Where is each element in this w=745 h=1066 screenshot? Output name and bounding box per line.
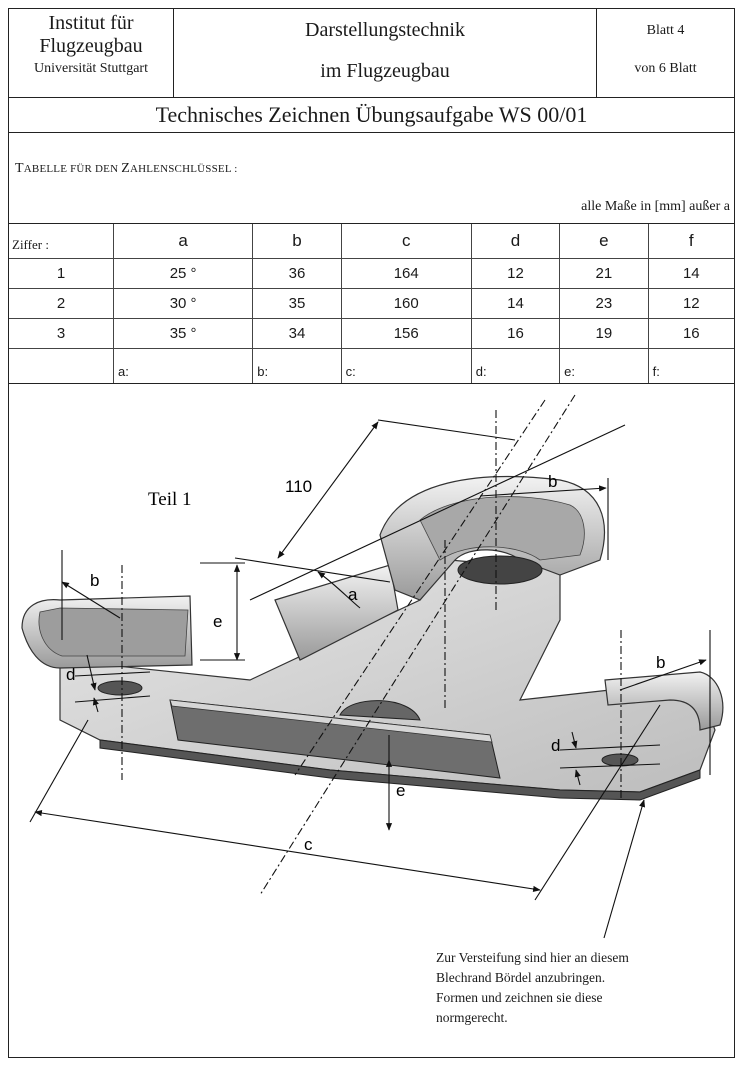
value-cell: 36: [252, 258, 342, 289]
note-line: Zur Versteifung sind hier an diesem: [436, 950, 629, 965]
value-cell: 16: [648, 318, 734, 349]
digit-cell: 1: [9, 258, 114, 289]
stiffening-note: Zur Versteifung sind hier an diesem Blec…: [436, 948, 629, 1028]
note-line: normgerecht.: [436, 1010, 508, 1025]
sheet-number: Blatt 4: [646, 23, 685, 38]
dim-110-label: 110: [285, 477, 312, 496]
table-heading: TABELLE FÜR DEN ZAHLENSCHLÜSSEL :: [15, 161, 238, 177]
subject-line2: im Flugzeugbau: [320, 60, 450, 82]
value-cell: 19: [559, 318, 649, 349]
value-cell: 30 °: [113, 288, 254, 319]
value-cell: 34: [252, 318, 342, 349]
dim-b-label: b: [90, 571, 99, 590]
sheet-total: von 6 Blatt: [634, 61, 697, 76]
column-header: a: [113, 224, 254, 259]
value-cell: 35 °: [113, 318, 254, 349]
table-row: 2 30 ° 35 160 14 23 12: [9, 288, 734, 319]
column-header: b: [252, 224, 342, 259]
value-cell: 12: [471, 258, 561, 289]
value-cell: 14: [648, 258, 734, 289]
fill-in-blank: [9, 348, 114, 384]
value-cell: 16: [471, 318, 561, 349]
dimension-table: Ziffer : a b c d e f 1 25 ° 36 164 12 21…: [9, 224, 734, 384]
fill-in-cell[interactable]: e:: [559, 348, 649, 384]
column-header: e: [559, 224, 649, 259]
column-header: c: [341, 224, 472, 259]
table-heading-part: Z: [121, 161, 130, 176]
table-heading-part: AHLENSCHLÜSSEL :: [129, 163, 238, 175]
table-heading-area: TABELLE FÜR DEN ZAHLENSCHLÜSSEL : alle M…: [9, 133, 734, 224]
dimension-lines: [29, 394, 711, 939]
institute-line2: Flugzeugbau: [39, 35, 143, 57]
dim-d-label: d: [551, 736, 560, 755]
value-cell: 14: [471, 288, 561, 319]
digit-cell: 3: [9, 318, 114, 349]
dim-d-label: d: [66, 665, 75, 684]
subject-line1: Darstellungstechnik: [305, 19, 465, 41]
value-cell: 21: [559, 258, 649, 289]
title-block: Institut für Flugzeugbau Universität Stu…: [9, 9, 734, 98]
subject-cell: Darstellungstechnik im Flugzeugbau: [174, 9, 597, 97]
column-header: d: [471, 224, 561, 259]
table-heading-part: T: [15, 161, 24, 176]
fill-in-cell[interactable]: a:: [113, 348, 254, 384]
exercise-title: Technisches Zeichnen Übungsaufgabe WS 00…: [9, 98, 734, 133]
drawing-labels: Teil 1 110 a b b b e e d d c: [66, 472, 665, 854]
fill-in-cell[interactable]: d:: [471, 348, 561, 384]
institute-line1: Institut für: [48, 12, 134, 34]
dim-b-label: b: [656, 653, 665, 672]
university-name: Universität Stuttgart: [34, 61, 148, 76]
units-note: alle Maße in [mm] außer a: [581, 199, 730, 214]
dim-c-label: c: [304, 835, 313, 854]
value-cell: 25 °: [113, 258, 254, 289]
value-cell: 35: [252, 288, 342, 319]
row-header-label: Ziffer :: [9, 224, 114, 259]
part-body: [21, 476, 724, 801]
dim-e-label: e: [396, 781, 405, 800]
digit-cell: 2: [9, 288, 114, 319]
drawing-sheet: Institut für Flugzeugbau Universität Stu…: [8, 8, 735, 1058]
institute-cell: Institut für Flugzeugbau Universität Stu…: [9, 9, 174, 97]
value-cell: 156: [341, 318, 472, 349]
table-row: 1 25 ° 36 164 12 21 14: [9, 258, 734, 289]
value-cell: 12: [648, 288, 734, 319]
table-row: 3 35 ° 34 156 16 19 16: [9, 318, 734, 349]
dim-b-label: b: [548, 472, 557, 491]
table-heading-part: ABELLE FÜR DEN: [23, 163, 122, 175]
table-header-row: Ziffer : a b c d e f: [9, 224, 734, 259]
fill-in-cell[interactable]: f:: [648, 348, 734, 384]
note-line: Blechrand Bördel anzubringen.: [436, 970, 606, 985]
value-cell: 164: [341, 258, 472, 289]
fill-in-cell[interactable]: b:: [252, 348, 342, 384]
part-label: Teil 1: [148, 489, 192, 510]
dim-e-label: e: [213, 612, 222, 631]
value-cell: 160: [341, 288, 472, 319]
note-line: Formen und zeichnen sie diese: [436, 990, 603, 1005]
value-cell: 23: [559, 288, 649, 319]
column-header: f: [648, 224, 734, 259]
fill-in-row: a: b: c: d: e: f:: [9, 348, 734, 384]
dim-a-label: a: [348, 585, 358, 604]
fill-in-cell[interactable]: c:: [341, 348, 472, 384]
sheet-cell: Blatt 4 von 6 Blatt: [597, 9, 734, 97]
